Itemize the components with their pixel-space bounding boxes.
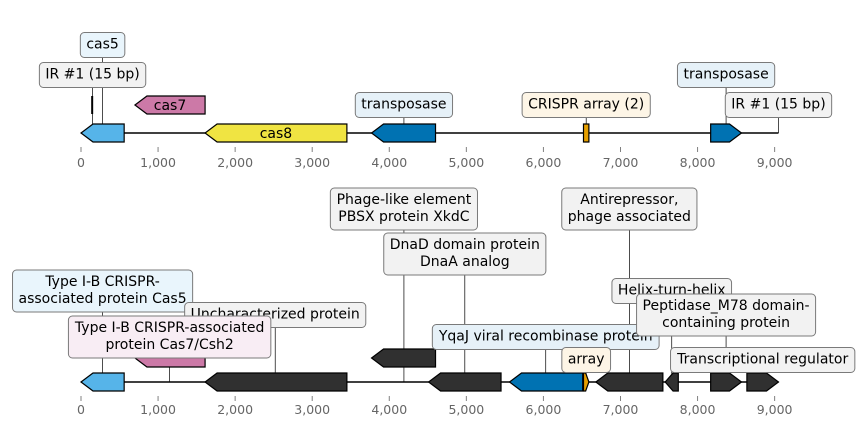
annotation-box: Peptidase_M78 domain-containing protein: [636, 293, 817, 337]
gene-label: cas8: [260, 126, 292, 142]
axis-tick-label: 6,000: [526, 155, 562, 170]
annotation-text: transposase: [361, 97, 446, 113]
track-bottom: 0 1,000 2,000 3,000 4,000 5,000 6,000 7,000 8,00…: [12, 187, 856, 417]
annotation-frame: [670, 347, 856, 373]
gene-arrow: [370, 123, 437, 143]
annotation-frame: [521, 92, 651, 118]
annotation-text: CRISPR array (2): [528, 97, 644, 113]
annotation-frame: [67, 315, 272, 359]
gene-arrow: [204, 372, 348, 392]
annotation-frame: [354, 92, 454, 118]
gene-label: cas7: [154, 98, 186, 114]
gene-arrow: [582, 372, 590, 392]
gene-arrow: [664, 372, 679, 392]
annotation-frame: [79, 32, 126, 58]
axis-tick-label: 3,000: [294, 402, 330, 417]
axis-tick-label: 4,000: [371, 155, 407, 170]
axis-tick-label: 7,000: [603, 402, 639, 417]
axis-tick-label: 7,000: [603, 155, 639, 170]
axis-tick-label: 2,000: [217, 402, 253, 417]
axis-tick-label: 6,000: [526, 402, 562, 417]
annotation-frame: [636, 293, 817, 337]
axis-tick-label: 5,000: [448, 155, 484, 170]
gene-arrow: [594, 372, 664, 392]
annotation-box: cas5: [79, 32, 126, 58]
annotation-text: array: [568, 352, 605, 368]
gene-arrow: [370, 348, 437, 368]
annotation-box: transposase: [354, 92, 454, 118]
annotation-text: IR #1 (15 bp): [731, 97, 825, 113]
annotation-frame: [12, 269, 194, 313]
gene-arrow: [710, 372, 743, 392]
axis-tick-label: 3,000: [294, 155, 330, 170]
annotation-frame: [329, 187, 478, 231]
annotation-text: transposase: [683, 67, 768, 83]
annotation-box: transposase: [676, 62, 776, 88]
annotation-frame: [431, 324, 660, 350]
annotation-frame: [561, 347, 612, 373]
annotation-frame: [561, 187, 698, 231]
axis-tick-label: 1,000: [140, 402, 176, 417]
annotation-frame: [383, 232, 547, 276]
axis-tick-label: 0: [77, 402, 85, 417]
annotation-box: CRISPR array (2): [521, 92, 651, 118]
annotation-frame: [38, 62, 147, 88]
track-top: 0 1,000 2,000 3,000 4,000 5,000 6,000 7,000 8,00…: [38, 32, 833, 170]
annotation-frame: [724, 92, 833, 118]
annotation-text: cas5: [86, 37, 118, 53]
gene-arrow: [80, 372, 125, 392]
annotation-box: IR #1 (15 bp): [724, 92, 833, 118]
gene-arrow: [427, 372, 502, 392]
annotation-text: Peptidase_M78 domain-containing protein: [643, 298, 810, 331]
annotation-box: Type I-B CRISPR-associated protein Cas5: [12, 269, 194, 313]
gene-arrow: [582, 123, 590, 143]
annotation-box: YqaJ viral recombinase protein: [431, 324, 660, 350]
axis-tick-label: 1,000: [140, 155, 176, 170]
annotation-box: Transcriptional regulator: [670, 347, 856, 373]
gene-arrow: [133, 95, 206, 115]
axis-tick-label: 9,000: [757, 155, 793, 170]
annotation-text: YqaJ viral recombinase protein: [438, 329, 653, 345]
annotation-box: array: [561, 347, 612, 373]
annotation-text: Transcriptional regulator: [676, 352, 848, 368]
annotation-frame: [676, 62, 776, 88]
annotation-text: Type I-B CRISPR-associated protein Cas5: [19, 274, 187, 307]
axis-tick-label: 0: [77, 155, 85, 170]
axis-tick-label: 8,000: [680, 402, 716, 417]
gene-arrow: [746, 372, 780, 392]
axis-tick-label: 8,000: [680, 155, 716, 170]
gene-arrow: [710, 123, 743, 143]
axis-tick-label: 2,000: [217, 155, 253, 170]
axis-tick-label: 5,000: [448, 402, 484, 417]
annotation-text: Antirepressor,phage associated: [568, 192, 691, 225]
axis-tick-label: 4,000: [371, 402, 407, 417]
annotation-box: IR #1 (15 bp): [38, 62, 147, 88]
axis-tick-label: 9,000: [757, 402, 793, 417]
annotation-text: IR #1 (15 bp): [45, 67, 139, 83]
gene-arrow: [204, 123, 348, 143]
gene-arrow: [508, 372, 584, 392]
gene-arrow: [80, 123, 125, 143]
annotation-box: Antirepressor,phage associated: [561, 187, 698, 231]
